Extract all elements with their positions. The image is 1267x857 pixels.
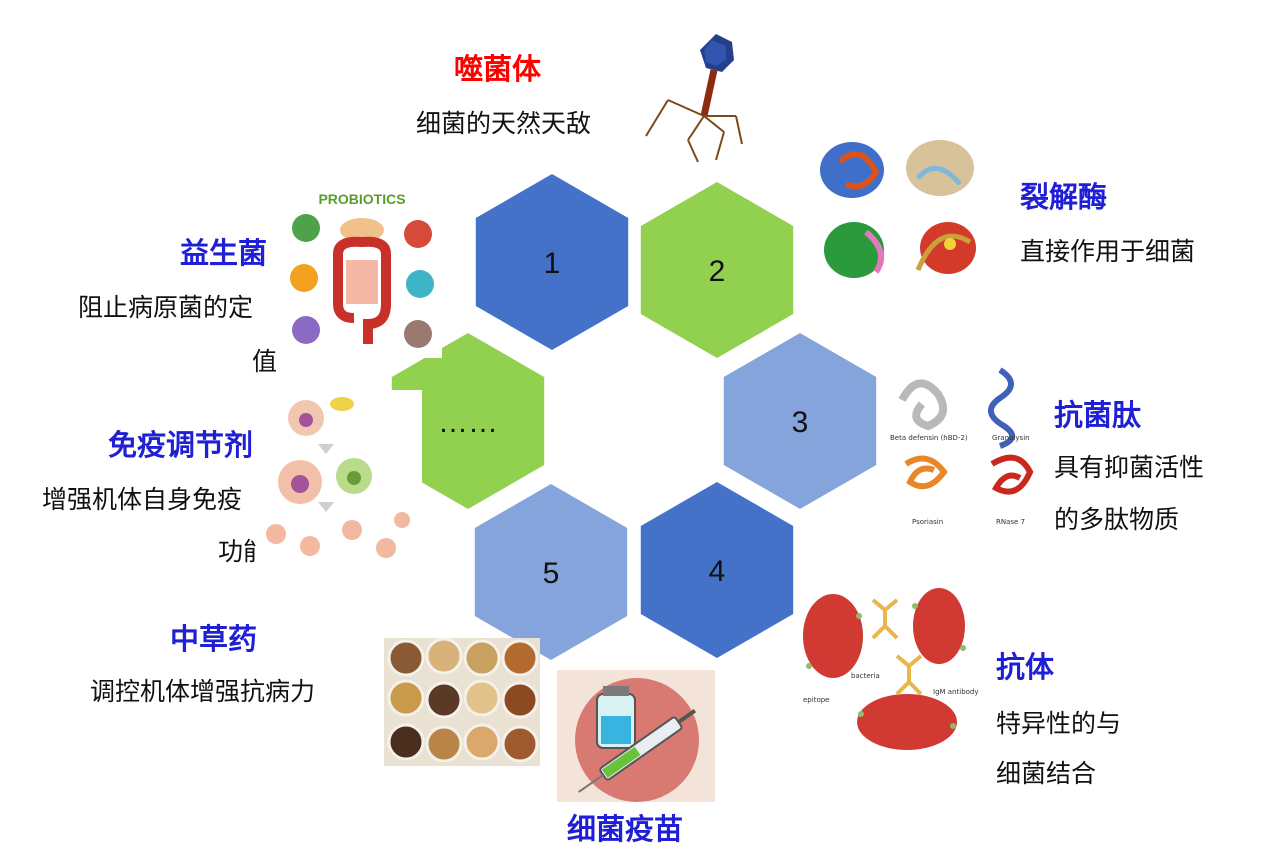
- antibody-binding-bacteria: bacteria epitope IgM antibody: [803, 586, 983, 754]
- probiotics-gut-poster: PROBIOTICS: [282, 184, 442, 358]
- lysin-desc: 直接作用于细菌: [1020, 237, 1196, 266]
- amp-title: 抗菌肽: [1054, 398, 1142, 432]
- amp-label-0: Beta defensin (hBD-2): [890, 434, 968, 442]
- antibody-title: 抗体: [996, 650, 1055, 684]
- immune-title: 免疫调节剂: [108, 428, 254, 462]
- phage-desc: 细菌的天然天敌: [416, 109, 592, 138]
- antibody-label-bacteria: bacteria: [851, 672, 880, 680]
- antibody-desc-line-1: 特异性的与: [996, 709, 1122, 738]
- hexagon-label-2: 2: [709, 255, 726, 288]
- herbal-title: 中草药: [170, 622, 258, 656]
- hexagon-label-6: ……: [438, 406, 498, 439]
- bacteriophage-illustration: [628, 28, 748, 166]
- antibody-label-igm: IgM antibody: [933, 688, 979, 696]
- vaccine-vial-and-syringe: [557, 670, 715, 802]
- herbal-medicine-bowls: [384, 638, 540, 766]
- antibody-label-epitope: epitope: [803, 696, 829, 704]
- probiotics-desc-line-1: 阻止病原菌的定: [78, 293, 254, 322]
- hexagon-label-5: 5: [543, 557, 560, 590]
- vaccine-title: 细菌疫苗: [567, 812, 684, 846]
- antimicrobial-peptide-structures: Beta defensin (hBD-2) Granulysin Psorias…: [888, 360, 1046, 528]
- amp-desc-line-1: 具有抑菌活性: [1054, 453, 1205, 482]
- hexagon-3: [723, 333, 877, 509]
- hexagon-5: [474, 484, 628, 660]
- phage-title: 噬菌体: [454, 52, 542, 86]
- probiotics-desc-line-2: 值: [252, 347, 278, 376]
- lysin-protein-structures: [810, 122, 990, 292]
- immune-desc-line-1: 增强机体自身免疫: [42, 485, 243, 514]
- hexagon-4: [640, 482, 794, 658]
- herbal-desc: 调控机体增强抗病力: [90, 677, 316, 706]
- antibody-desc-line-2: 细菌结合: [996, 759, 1097, 788]
- amp-label-3: RNase 7: [996, 518, 1025, 526]
- hexagon-label-3: 3: [792, 406, 809, 439]
- lysin-title: 裂解酶: [1020, 180, 1108, 214]
- amp-desc-line-2: 的多肽物质: [1054, 505, 1180, 534]
- probiotics-title: 益生菌: [180, 236, 268, 270]
- hexagon-6: [391, 333, 545, 509]
- hexagon-2: [640, 182, 794, 358]
- hexagon-label-4: 4: [709, 555, 726, 588]
- amp-label-1: Granulysin: [992, 434, 1030, 442]
- amp-label-2: Psoriasin: [912, 518, 943, 526]
- hexagon-1: [475, 174, 629, 350]
- probiotics-poster-title: PROBIOTICS: [318, 191, 405, 207]
- hexagon-label-1: 1: [544, 247, 561, 280]
- immune-cell-diagram: [256, 390, 422, 568]
